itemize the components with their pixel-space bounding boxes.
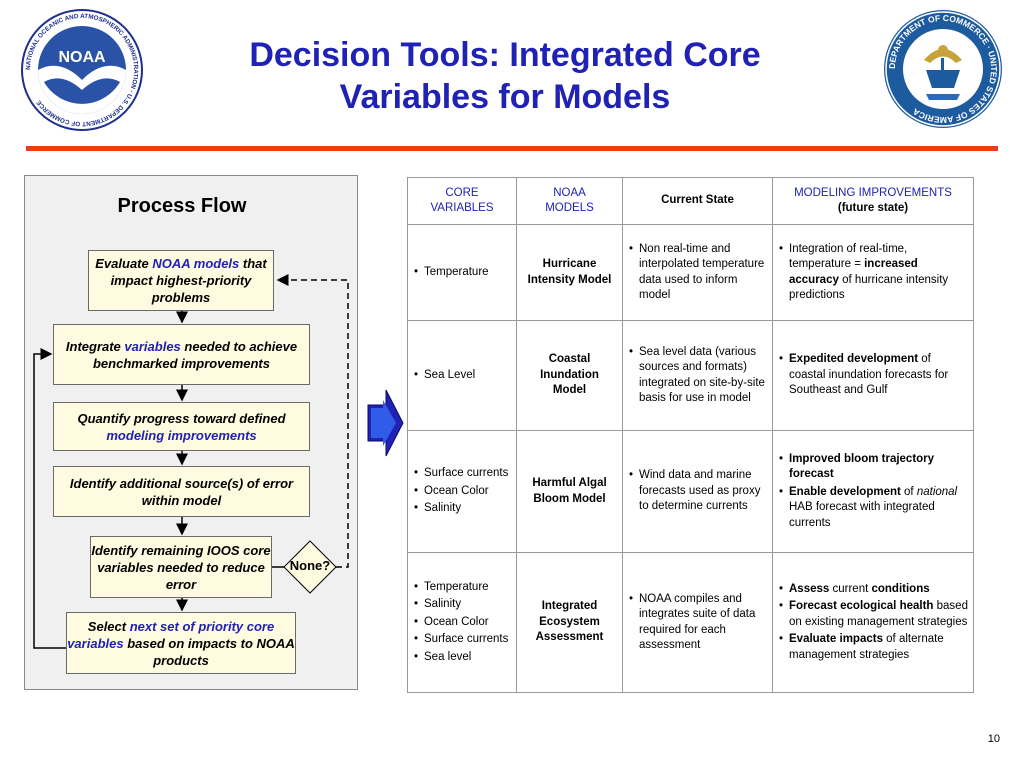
row-variables-cell: Sea Level	[407, 320, 517, 431]
table-row: Sea Level Coastal Inundation Model Sea l…	[407, 320, 974, 431]
header-divider	[26, 146, 998, 151]
flow-step-6: Select next set of priority core variabl…	[66, 612, 296, 674]
page-title: Decision Tools: Integrated Core Variable…	[170, 34, 840, 118]
header-modeling-improvements: MODELING IMPROVEMENTS(future state)	[772, 177, 974, 225]
row-current-cell: NOAA compiles and integrates suite of da…	[622, 552, 773, 693]
decision-label: None?	[289, 558, 331, 573]
flow-step-1: Evaluate NOAA models that impact highest…	[88, 250, 274, 311]
row-model-cell: Integrated Ecosystem Assessment	[516, 552, 623, 693]
table-row: Temperature Hurricane Intensity Model No…	[407, 224, 974, 321]
table-row: Surface currents Ocean Color Salinity Ha…	[407, 430, 974, 553]
flow-step-2: Integrate variables needed to achieve be…	[53, 324, 310, 385]
decision-diamond	[283, 540, 337, 594]
row-model-cell: Coastal Inundation Model	[516, 320, 623, 431]
row-variables-cell: Temperature	[407, 224, 517, 321]
noaa-seal-logo: NOAA NATIONAL OCEANIC AND ATMOSPHERIC AD…	[21, 9, 143, 131]
row-variables-cell: Surface currents Ocean Color Salinity	[407, 430, 517, 553]
page-number: 10	[987, 733, 1000, 745]
row-improvements-cell: Integration of real-time, temperature = …	[772, 224, 974, 321]
row-improvements-cell: Improved bloom trajectory forecast Enabl…	[772, 430, 974, 553]
loop-back-arrow	[33, 348, 66, 649]
table-row: Temperature Salinity Ocean Color Surface…	[407, 552, 974, 693]
noaa-logo-text: NOAA	[58, 49, 106, 66]
process-flow-title: Process Flow	[117, 195, 247, 217]
row-improvements-cell: Expedited development of coastal inundat…	[772, 320, 974, 431]
row-model-cell: Harmful Algal Bloom Model	[516, 430, 623, 553]
flow-step-4: Identify additional source(s) of error w…	[53, 466, 310, 517]
page-title-line1: Decision Tools: Integrated Core	[249, 36, 761, 74]
dashed-feedback-arrow	[276, 274, 349, 568]
flow-step-3: Quantify progress toward defined modelin…	[53, 402, 310, 451]
row-improvements-cell: Assess current conditions Forecast ecolo…	[772, 552, 974, 693]
row-current-cell: Non real-time and interpolated temperatu…	[622, 224, 773, 321]
flow-step-5: Identify remaining IOOS core variables n…	[90, 536, 272, 598]
header-current-state: Current State	[622, 177, 773, 225]
doc-seal-logo: DEPARTMENT OF COMMERCE · UNITED STATES O…	[884, 10, 1002, 128]
page-title-line2: Variables for Models	[339, 78, 671, 116]
row-current-cell: Wind data and marine forecasts used as p…	[622, 430, 773, 553]
row-current-cell: Sea level data (various sources and form…	[622, 320, 773, 431]
row-variables-cell: Temperature Salinity Ocean Color Surface…	[407, 552, 517, 693]
row-model-cell: Hurricane Intensity Model	[516, 224, 623, 321]
